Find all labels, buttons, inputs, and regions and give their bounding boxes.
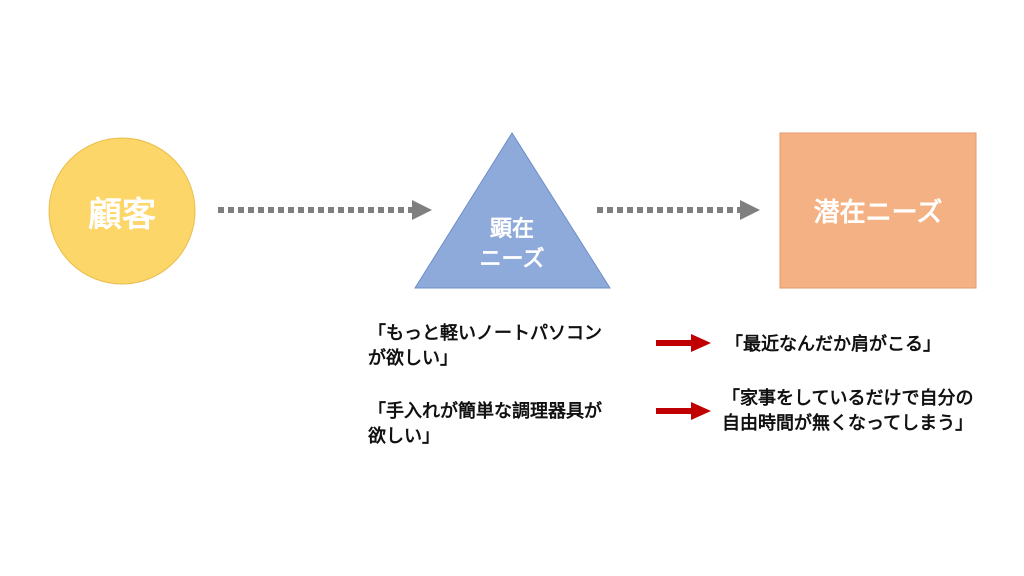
red-arrow-head-1 [691,334,711,352]
explicit-example-1: 「もっと軽いノートパソコン が欲しい」 [368,321,602,371]
latent-needs-rect [779,132,977,289]
latent-example-1: 「最近なんだか肩がこる」 [725,332,941,357]
dotted-arrow-head-1 [412,200,432,220]
explicit-example-1-line2: が欲しい」 [368,348,458,369]
explicit-example-2: 「手入れが簡単な調理器具が 欲しい」 [368,399,602,449]
red-arrow-head-2 [691,402,711,420]
latent-example-2-line2: 自由時間が無くなってしまう」 [722,413,974,434]
customer-label: 顧客 [88,194,156,235]
latent-needs-label: 潜在ニーズ [813,197,943,228]
dotted-arrow-head-2 [740,200,760,220]
explicit-needs-triangle [414,132,611,289]
latent-example-2: 「家事をしているだけで自分の 自由時間が無くなってしまう」 [722,386,973,436]
customer-circle [48,137,196,285]
latent-example-2-line1: 「家事をしているだけで自分の [722,388,974,409]
explicit-example-2-line1: 「手入れが簡単な調理器具が [368,401,602,422]
explicit-example-1-line1: 「もっと軽いノートパソコン [368,323,602,344]
explicit-needs-label-line1: 顕在 [489,217,534,242]
explicit-needs-label: 顕在 ニーズ [452,212,572,278]
explicit-example-2-line2: 欲しい」 [368,426,440,447]
explicit-needs-label-line2: ニーズ [479,247,545,272]
latent-example-1-line1: 「最近なんだか肩がこる」 [725,334,941,355]
